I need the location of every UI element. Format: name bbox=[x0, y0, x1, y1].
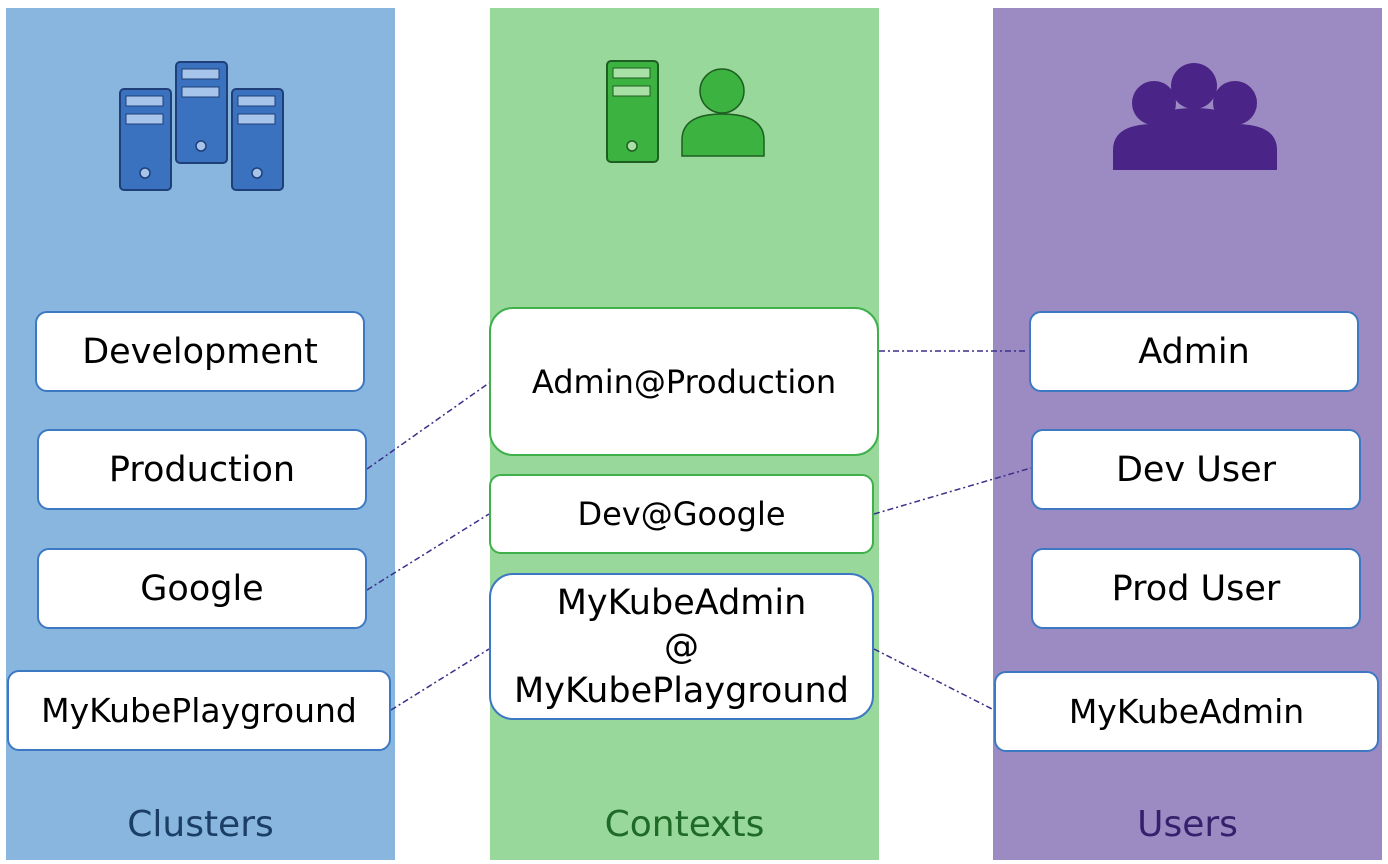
server-icon bbox=[606, 60, 659, 163]
user-label: Admin bbox=[1138, 331, 1250, 372]
connector-playground-admin-context bbox=[390, 648, 490, 711]
context-label-line: MyKubeAdmin bbox=[556, 582, 807, 623]
user-mykubeadmin[interactable]: MyKubeAdmin bbox=[994, 671, 1379, 752]
cluster-mykubeplayground[interactable]: MyKubePlayground bbox=[7, 670, 391, 751]
cluster-label: Production bbox=[108, 449, 296, 490]
contexts-title: Contexts bbox=[604, 804, 765, 845]
user-label: Prod User bbox=[1111, 568, 1281, 609]
connector-dev-context-dev-user bbox=[873, 467, 1032, 515]
context-label: Admin@Production bbox=[531, 362, 837, 401]
server-cluster-icon bbox=[119, 61, 284, 191]
user-admin[interactable]: Admin bbox=[1029, 311, 1359, 392]
cluster-label: Development bbox=[82, 331, 318, 372]
user-dev-user[interactable]: Dev User bbox=[1031, 429, 1361, 510]
context-dev-google[interactable]: Dev@Google bbox=[489, 474, 874, 554]
server-icon bbox=[175, 61, 228, 164]
connector-kubeadmin-context-kubeadmin-user bbox=[873, 648, 995, 711]
user-label: MyKubeAdmin bbox=[1068, 692, 1305, 731]
cluster-google[interactable]: Google bbox=[37, 548, 367, 629]
cluster-label: Google bbox=[140, 568, 264, 609]
person-icon bbox=[681, 68, 765, 157]
server-icon bbox=[119, 88, 172, 191]
user-label: Dev User bbox=[1115, 449, 1277, 490]
context-label-line: MyKubePlayground bbox=[514, 670, 849, 711]
server-icon bbox=[231, 88, 284, 191]
cluster-production[interactable]: Production bbox=[37, 429, 367, 510]
connector-production-admin-context bbox=[366, 382, 490, 470]
context-mykubeadmin-playground[interactable]: MyKubeAdmin @ MyKubePlayground bbox=[489, 573, 874, 720]
cluster-label: MyKubePlayground bbox=[41, 691, 357, 730]
context-label: Dev@Google bbox=[577, 495, 786, 533]
context-admin-production[interactable]: Admin@Production bbox=[489, 307, 879, 456]
users-title: Users bbox=[1137, 804, 1238, 845]
user-prod-user[interactable]: Prod User bbox=[1031, 548, 1361, 629]
user-group-icon bbox=[1113, 63, 1277, 170]
context-label-line: @ bbox=[663, 626, 699, 667]
clusters-title: Clusters bbox=[127, 804, 274, 845]
context-label-stack: MyKubeAdmin @ MyKubePlayground bbox=[514, 581, 849, 713]
connector-google-dev-context bbox=[366, 513, 490, 591]
server-user-icon bbox=[606, 60, 765, 163]
cluster-development[interactable]: Development bbox=[35, 311, 365, 392]
